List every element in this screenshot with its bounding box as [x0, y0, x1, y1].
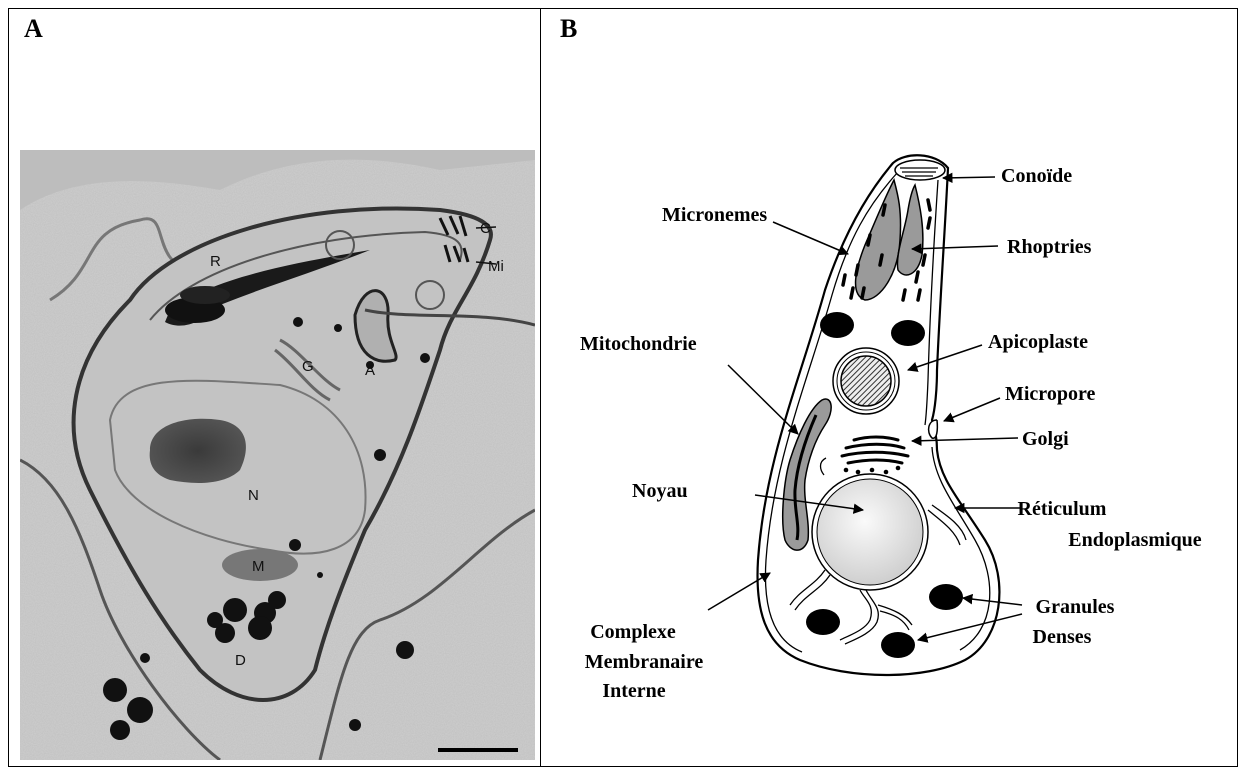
conoid-structure	[895, 160, 945, 180]
label-golgi: Golgi	[1022, 428, 1069, 450]
label-micronemes: Micronemes	[662, 204, 767, 226]
label-rhoptries: Rhoptries	[1007, 236, 1092, 258]
micrograph-label-n: N	[248, 487, 259, 504]
micrograph-label-a: A	[365, 362, 375, 379]
nucleus	[812, 474, 928, 590]
micrograph-label-d: D	[235, 652, 246, 669]
micrograph-label-mi: Mi	[488, 258, 504, 275]
label-complexe-line3: Interne	[602, 680, 665, 702]
panel-a-letter: A	[24, 14, 43, 44]
micrograph-label-m: M	[252, 558, 265, 575]
label-micropore: Micropore	[1005, 383, 1095, 405]
label-granules-line1: Granules	[1036, 596, 1115, 618]
label-granules-line2: Denses	[1033, 626, 1092, 648]
micrograph-label-r: R	[210, 253, 221, 270]
apicoplast-organelle	[833, 348, 899, 414]
label-apicoplaste: Apicoplaste	[988, 331, 1088, 353]
label-reticulum-line2: Endoplasmique	[1068, 529, 1202, 551]
micrograph-label-c: C	[480, 220, 491, 237]
nucleus-chromatin	[150, 419, 246, 483]
scale-bar	[438, 748, 518, 752]
label-noyau: Noyau	[632, 480, 688, 502]
label-mitochondrie: Mitochondrie	[580, 333, 697, 355]
schematic-panel-b: Conoïde Micronemes Rhoptries Mitochondri…	[541, 8, 1238, 767]
label-complexe-line2: Membranaire	[585, 651, 704, 673]
label-conoide: Conoïde	[1001, 165, 1072, 187]
label-complexe-line1: Complexe	[590, 621, 676, 643]
label-reticulum-line1: Réticulum	[1018, 498, 1107, 520]
micrograph-panel-a: C Mi R A G N M D	[20, 150, 535, 760]
micrograph-label-g: G	[302, 358, 314, 375]
